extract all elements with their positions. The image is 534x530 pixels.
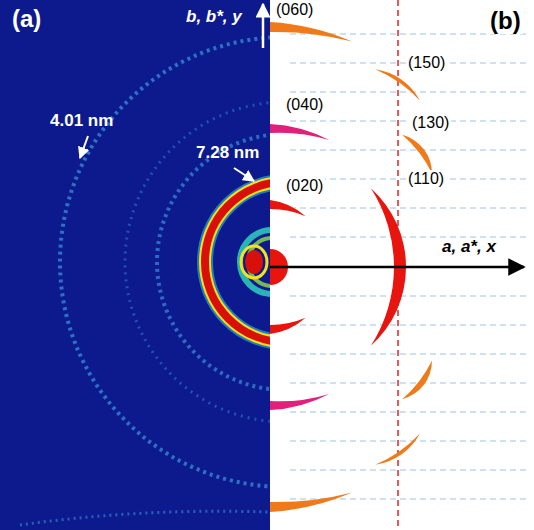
reflection-index: (060) (274, 1, 315, 19)
a-axis-arrow (270, 266, 524, 269)
axis-label: a, a*, x (440, 238, 498, 257)
reflection-index: (150) (406, 54, 447, 72)
panel-tag: (a) (12, 6, 41, 32)
panel-tag: (b) (488, 8, 523, 34)
spacing-label: 7.28 nm (196, 144, 259, 163)
spacing-label: 4.01 nm (50, 112, 113, 131)
axis-label: b, b*, y (186, 8, 242, 27)
leader-arrow (234, 168, 254, 181)
reflection-index: (130) (410, 114, 451, 132)
reflection-index: (110) (406, 170, 446, 188)
reflection-index: (020) (284, 177, 325, 195)
leader-arrow (80, 136, 88, 158)
diffraction-rings (20, 37, 270, 525)
b-axis-arrow (262, 4, 265, 48)
pattern-ground (0, 0, 270, 530)
reflection-index: (040) (284, 96, 325, 114)
